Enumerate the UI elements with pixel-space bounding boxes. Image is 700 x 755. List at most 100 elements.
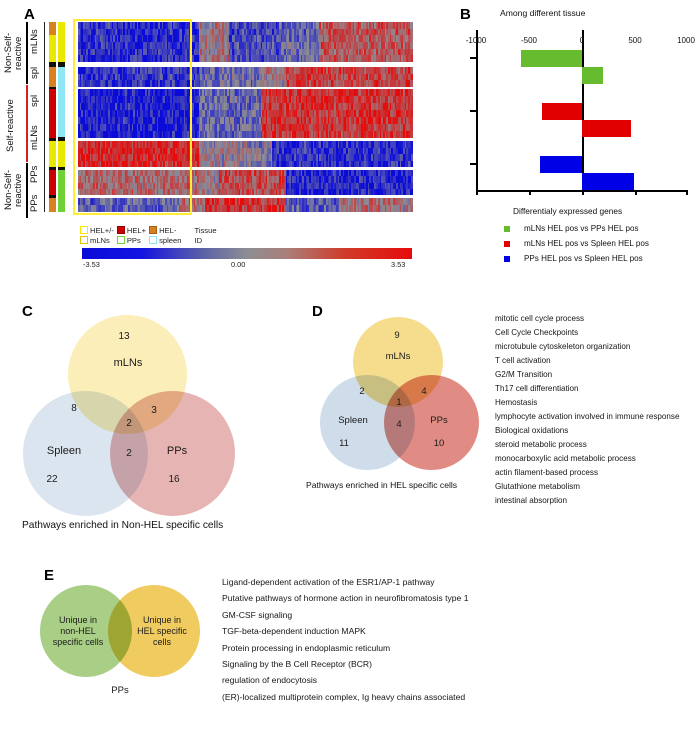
pathway-item: Protein processing in endoplasmic reticu… bbox=[222, 642, 391, 653]
venn-d-count-mlns-only: 9 bbox=[394, 330, 400, 341]
venn-d-label-pps: PPs bbox=[430, 415, 448, 426]
venn-d-count-spleen-only: 11 bbox=[339, 438, 349, 449]
x-label-neg1000: -1000 bbox=[465, 36, 487, 45]
colorbar-min-label: -3.53 bbox=[83, 260, 100, 269]
venn-e-label-hel-l3: cells bbox=[152, 637, 171, 647]
venn-c-count-spleen-only: 22 bbox=[46, 474, 58, 485]
tissue-label-rule bbox=[44, 22, 45, 212]
heatmap-panel-a bbox=[78, 22, 414, 213]
heatmap-colorbar bbox=[82, 248, 412, 259]
panel-e: E Unique in non-HEL specific cells Uniqu… bbox=[0, 555, 700, 755]
pathway-item: G2/M Transition bbox=[495, 369, 553, 379]
legend-title-line2: ID bbox=[194, 235, 203, 245]
swatch-hel-plusminus bbox=[80, 226, 88, 234]
x-tick-2 bbox=[582, 190, 584, 195]
venn-d-count-pps-only: 10 bbox=[433, 438, 445, 449]
panel-e-letter: E bbox=[44, 567, 55, 584]
venn-c-label-pps: PPs bbox=[166, 445, 188, 457]
legend-item-blue: PPs HEL pos vs Spleen HEL pos bbox=[504, 254, 649, 263]
panel-c: C mLNs Spleen PPs 13 8 3 2 2 22 16 Pathw… bbox=[0, 295, 300, 545]
zero-line bbox=[582, 30, 584, 190]
venn-d-label-mlns: mLNs bbox=[385, 351, 411, 362]
pathway-item: GM-CSF signaling bbox=[222, 609, 293, 620]
y-tick-1 bbox=[470, 57, 476, 59]
venn-d-count-mlns-pps: 4 bbox=[421, 386, 427, 397]
label-tissue-pps-2: PPs bbox=[29, 194, 40, 212]
legend-item-red: mLNs HEL pos vs Spleen HEL pos bbox=[504, 239, 649, 248]
pathway-item: (ER)-localized multiprotein complex, Ig … bbox=[222, 691, 466, 702]
bracket-non-self-bottom bbox=[26, 163, 28, 218]
pathway-item: microtubule cytoskeleton organization bbox=[495, 341, 631, 351]
x-tick-0 bbox=[476, 190, 478, 195]
legend-item-green: mLNs HEL pos vs PPs HEL pos bbox=[504, 224, 649, 233]
pathway-item: steroid metabolic process bbox=[495, 439, 587, 449]
panel-d-caption: Pathways enriched in HEL specific cells bbox=[306, 480, 458, 490]
bar-pps-vs-spleen-down bbox=[539, 156, 582, 173]
pathway-item: Ligand-dependent activation of the ESR1/… bbox=[222, 577, 435, 587]
x-tick-4 bbox=[686, 190, 688, 195]
x-tick-1 bbox=[529, 190, 531, 195]
venn-c-label-spleen: Spleen bbox=[46, 445, 82, 457]
pathway-item: mitotic cell cycle process bbox=[495, 314, 585, 323]
pathway-item: actin filament-based process bbox=[495, 467, 599, 477]
legend-label-hel-minus: HEL- bbox=[159, 226, 177, 235]
venn-c-circle-pps bbox=[110, 391, 235, 516]
panel-c-caption: Pathways enriched in Non-HEL specific ce… bbox=[22, 520, 224, 531]
swatch-spleen bbox=[149, 235, 158, 244]
pathway-item: T cell activation bbox=[495, 355, 551, 365]
legend-swatch-green bbox=[504, 225, 510, 232]
pathway-item: Glutathione metabolism bbox=[495, 481, 581, 491]
panel-c-letter: C bbox=[22, 303, 33, 320]
pathway-item: Signaling by the B Cell Receptor (BCR) bbox=[222, 659, 372, 670]
venn-e-label-non-hel-l2: non-HEL bbox=[60, 626, 96, 636]
bar-chart-plot-area: -1000 -500 0 500 1000 bbox=[466, 30, 695, 195]
x-tick-3 bbox=[635, 190, 637, 195]
bar-mlns-vs-spleen-up bbox=[582, 120, 631, 137]
pathway-item: Putative pathways of hormone action in n… bbox=[222, 593, 469, 604]
venn-c-count-mlns-spleen: 8 bbox=[71, 403, 77, 414]
swatch-hel-minus bbox=[149, 226, 158, 234]
label-tissue-mlns-2: mLNs bbox=[29, 125, 40, 151]
venn-d-circle-pps bbox=[384, 375, 479, 470]
colorbar-max-label: 3.53 bbox=[391, 260, 406, 269]
bar-mlns-vs-pps-down bbox=[520, 50, 582, 67]
swatch-pps bbox=[116, 235, 125, 244]
legend-title-line1: Tissue bbox=[194, 226, 217, 235]
legend-text-blue: PPs HEL pos vs Spleen HEL pos bbox=[524, 254, 643, 263]
label-self-reactive: Self-reactive bbox=[5, 99, 16, 152]
panel-a-letter: A bbox=[24, 6, 35, 23]
bar-mlns-vs-spleen-down bbox=[542, 103, 582, 120]
pathway-item: Biological oxidations bbox=[495, 425, 569, 435]
venn-c-count-pps-only: 16 bbox=[168, 474, 180, 485]
heatmap-highlight-box bbox=[73, 19, 192, 215]
venn-c-count-mlns-pps: 3 bbox=[151, 405, 157, 416]
annot-col-tissue-id bbox=[58, 22, 65, 212]
venn-c-count-mlns-only: 13 bbox=[118, 331, 130, 342]
x-label-1000: 1000 bbox=[677, 36, 695, 45]
x-label-0: 0 bbox=[579, 36, 585, 45]
panel-e-pathway-list: Ligand-dependent activation of the ESR1/… bbox=[222, 577, 472, 708]
pathway-item: Cell Cycle Checkpoints bbox=[495, 327, 579, 337]
panel-e-bottom-label: PPs bbox=[111, 685, 129, 696]
pathway-item: intestinal absorption bbox=[495, 495, 567, 505]
bar-pps-vs-spleen-up bbox=[582, 173, 634, 190]
swatch-mlns bbox=[80, 235, 88, 244]
venn-e-label-hel: Unique in HEL specific cells bbox=[131, 615, 193, 648]
label-tissue-mlns-1: mLNs bbox=[29, 29, 40, 55]
label-non-self-reactive-top: Non-Self-reactive bbox=[3, 32, 24, 74]
panel-b-legend: mLNs HEL pos vs PPs HEL pos mLNs HEL pos… bbox=[504, 224, 649, 269]
panel-b: B Among different tissue -1000 -500 0 50… bbox=[448, 0, 700, 290]
venn-d-count-mlns-spleen: 2 bbox=[359, 386, 365, 397]
heatmap-legend: HEL+/- HEL+ HEL- Tissue mLNs PPs spleen … bbox=[80, 226, 220, 245]
y-tick-2 bbox=[470, 110, 476, 112]
pathway-item: Th17 cell differentiation bbox=[495, 383, 579, 393]
legend-label-hel-plus: HEL+ bbox=[126, 226, 147, 235]
legend-label-pps: PPs bbox=[126, 235, 141, 245]
x-label-500: 500 bbox=[628, 36, 642, 45]
venn-e-label-hel-l2: HEL specific bbox=[137, 626, 187, 636]
colorbar-mid-label: 0.00 bbox=[231, 260, 246, 269]
y-axis-spine bbox=[476, 30, 478, 190]
venn-e-label-non-hel-l3: specific cells bbox=[52, 637, 104, 647]
venn-d-count-all-three: 1 bbox=[396, 397, 402, 408]
